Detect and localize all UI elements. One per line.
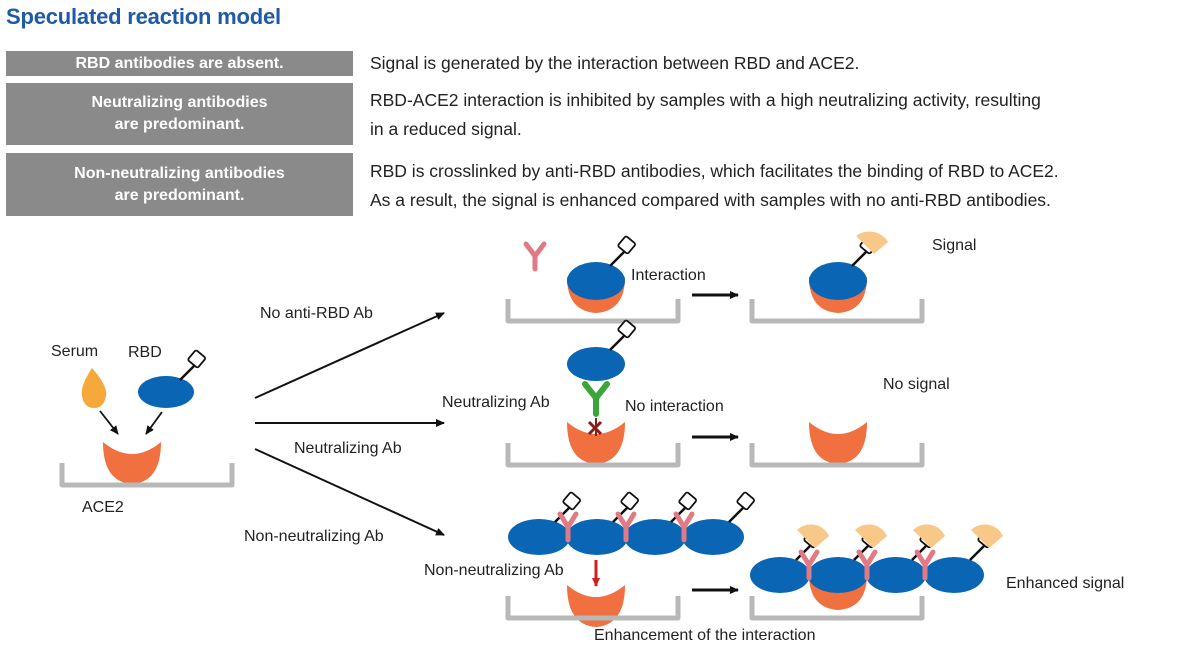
ace2-receptor xyxy=(103,442,161,484)
no-signal-label: No signal xyxy=(883,376,950,393)
serum-drop xyxy=(81,368,107,408)
neutralizing-ab-label: Neutralizing Ab xyxy=(442,394,550,411)
neutralizing-antibody xyxy=(582,381,610,417)
signal-icon xyxy=(855,524,887,548)
signal-icon xyxy=(913,524,945,548)
interaction-label: Interaction xyxy=(631,267,706,284)
condition-description: RBD-ACE2 interaction is inhibited by sam… xyxy=(370,90,1041,139)
path-label-non-neutralizing: Non-neutralizing Ab xyxy=(244,528,384,545)
page-title: Speculated reaction model xyxy=(6,4,281,29)
rbd-chain-result xyxy=(750,524,1003,593)
free-antibody xyxy=(523,241,547,272)
rbd-chain-row3 xyxy=(508,491,755,555)
condition-label: RBD antibodies are absent. xyxy=(75,54,284,72)
ace2-label: ACE2 xyxy=(82,499,124,516)
signal-icon xyxy=(856,231,888,254)
rbd-ellipse xyxy=(567,262,625,300)
rbd-label: RBD xyxy=(128,344,162,361)
enhancement-label: Enhancement of the interaction xyxy=(594,627,815,644)
condition-box-absent: RBD antibodies are absent. xyxy=(6,51,353,76)
path-label-no-ab: No anti-RBD Ab xyxy=(260,305,373,322)
condition-label: Non-neutralizing antibodies are predomin… xyxy=(74,164,285,204)
no-interaction-label: No interaction xyxy=(625,398,724,415)
condition-box-neutralizing: Neutralizing antibodies are predominant. xyxy=(6,83,353,145)
signal-icon xyxy=(797,524,829,548)
signal-label: Signal xyxy=(932,237,976,254)
rbd-ellipse xyxy=(138,376,194,408)
rbd-tag xyxy=(179,349,206,381)
condition-description: RBD is crosslinked by anti-RBD antibodie… xyxy=(370,161,1059,210)
path-label-neutralizing: Neutralizing Ab xyxy=(294,440,402,457)
condition-box-non-neutralizing: Non-neutralizing antibodies are predomin… xyxy=(6,153,353,216)
condition-label: Neutralizing antibodies are predominant. xyxy=(91,94,268,133)
enhanced-signal-label: Enhanced signal xyxy=(1006,575,1124,592)
signal-icon xyxy=(971,524,1003,548)
non-neutralizing-ab-label: Non-neutralizing Ab xyxy=(424,562,564,579)
condition-description: Signal is generated by the interaction b… xyxy=(370,53,860,73)
serum-label: Serum xyxy=(51,343,98,360)
